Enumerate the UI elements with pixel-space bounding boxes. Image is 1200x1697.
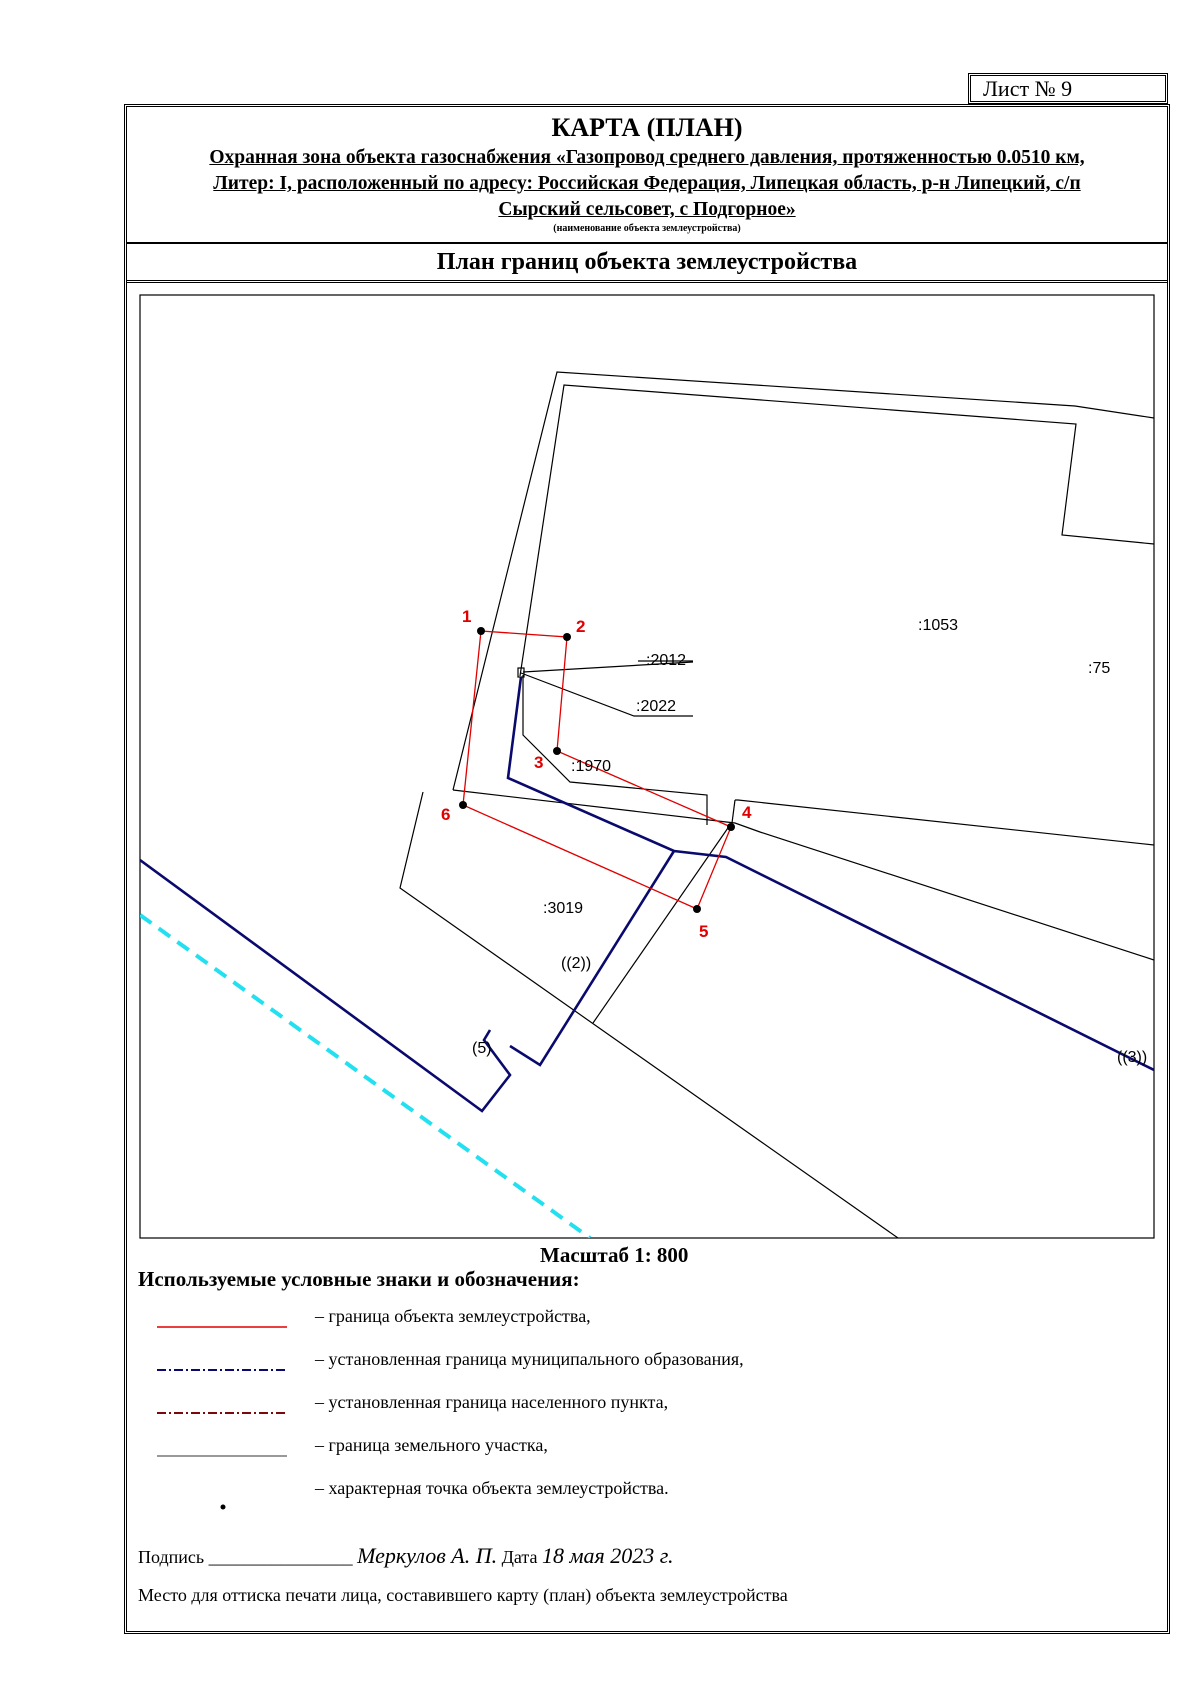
- parcel-1970-boundary: [522, 675, 708, 825]
- date-value: 18 мая 2023 г.: [541, 1543, 674, 1568]
- point-label-5: 5: [699, 922, 708, 941]
- point-6-marker: [459, 801, 467, 809]
- parcel-boundary-east: [735, 799, 1154, 846]
- sheet-number: Лист № 9: [983, 76, 1073, 101]
- parcel-label-1970: :1970: [571, 758, 611, 775]
- object-name-line-3: Сырский сельсовет, с Подгорное»: [498, 199, 796, 220]
- page-frame: [124, 104, 1170, 1634]
- point-4-marker: [727, 823, 735, 831]
- parcel-boundaries: [399, 371, 1154, 1238]
- red-line-icon: [157, 1326, 287, 1328]
- point-label-3: 3: [534, 753, 543, 772]
- maroon-dashdot-line-icon: [157, 1412, 287, 1414]
- object-name-line-2: Литер: I, расположенный по адресу: Росси…: [213, 173, 1081, 194]
- signature-blank: ________________: [208, 1547, 353, 1567]
- point-label-2: 2: [576, 617, 585, 636]
- object-name: Охранная зона объекта газоснабжения «Газ…: [127, 145, 1167, 223]
- map-scale: Масштаб 1: 800: [540, 1243, 689, 1267]
- legend-item-text: – установленная граница населенного пунк…: [315, 1392, 669, 1412]
- sheet-number-box: Лист № 9: [968, 73, 1168, 104]
- legend-item-text: – установленная граница муниципального о…: [315, 1349, 744, 1369]
- point-2-marker: [563, 633, 571, 641]
- municipal-boundary-west-a: [509, 850, 676, 1067]
- characteristic-points: [459, 627, 735, 913]
- dashed-boundary-line: [140, 913, 592, 1238]
- municipal-boundary-west-b: [140, 858, 512, 1113]
- legend-item-parcel-boundary: – граница земельного участка,: [150, 1434, 1050, 1464]
- parcel-1053-inner: [519, 384, 1154, 677]
- signature-label: Подпись: [138, 1547, 205, 1567]
- dot-icon: [220, 1504, 226, 1510]
- parcel-label-2012: :2012: [646, 652, 686, 669]
- legend-item-text: – граница земельного участка,: [315, 1435, 548, 1455]
- boundary-mark-5: (5): [472, 1040, 492, 1057]
- point-label-1: 1: [462, 607, 471, 626]
- object-name-line-1: Охранная зона объекта газоснабжения «Газ…: [209, 147, 1085, 168]
- legend-item-municipal-boundary: – установленная граница муниципального о…: [150, 1348, 1050, 1378]
- legend-item-text: – характерная точка объекта землеустройс…: [315, 1478, 669, 1498]
- parcel-3019-boundary: [399, 791, 899, 1238]
- point-5-marker: [693, 905, 701, 913]
- stamp-note: Место для оттиска печати лица, составивш…: [138, 1585, 788, 1605]
- boundary-mark-2: ((2)): [561, 955, 591, 972]
- thin-line-icon: [157, 1455, 287, 1457]
- parcel-boundary-tick: [731, 799, 736, 824]
- map-frame: [139, 294, 1155, 1239]
- legend-item-settlement-boundary: – установленная граница населенного пунк…: [150, 1391, 1050, 1421]
- parcel-label-3019: :3019: [543, 900, 583, 917]
- legend-item-object-boundary: – граница объекта землеустройства,: [150, 1305, 1050, 1335]
- parcel-boundary-diagonal: [592, 824, 731, 1024]
- parcel-boundary-south: [452, 789, 1154, 961]
- legend-item-text: – граница объекта землеустройства,: [315, 1306, 591, 1326]
- point-label-4: 4: [742, 803, 752, 822]
- section-title: План границ объекта землеустройства: [127, 244, 1167, 283]
- point-label-6: 6: [441, 805, 450, 824]
- parcel-1053-outer: [452, 371, 1154, 791]
- leader-2012: [522, 661, 694, 673]
- municipal-boundary-east: [506, 676, 1154, 1072]
- date-label: Дата: [501, 1547, 538, 1567]
- point-1-marker: [477, 627, 485, 635]
- parcel-label-2022: :2022: [636, 698, 676, 715]
- signer-name: Меркулов А. П.: [357, 1543, 498, 1568]
- parcel-label-1053: :1053: [918, 617, 958, 634]
- signature-row: Подпись ________________ Меркулов А. П. …: [138, 1543, 674, 1569]
- legend-title: Используемые условные знаки и обозначени…: [138, 1267, 580, 1291]
- object-name-caption: (наименование объекта землеустройства): [553, 223, 741, 234]
- legend-item-characteristic-point: – характерная точка объекта землеустройс…: [150, 1477, 1050, 1510]
- boundary-mark-3: ((3)): [1117, 1049, 1147, 1066]
- parcel-label-75: :75: [1088, 660, 1110, 677]
- title-block: КАРТА (ПЛАН) Охранная зона объекта газос…: [127, 107, 1167, 244]
- municipal-boundaries: [140, 676, 1154, 1113]
- leader-2022: [520, 672, 693, 717]
- navy-dashdot-line-icon: [157, 1369, 287, 1371]
- point-3-marker: [553, 747, 561, 755]
- page-title: КАРТА (ПЛАН): [551, 113, 743, 142]
